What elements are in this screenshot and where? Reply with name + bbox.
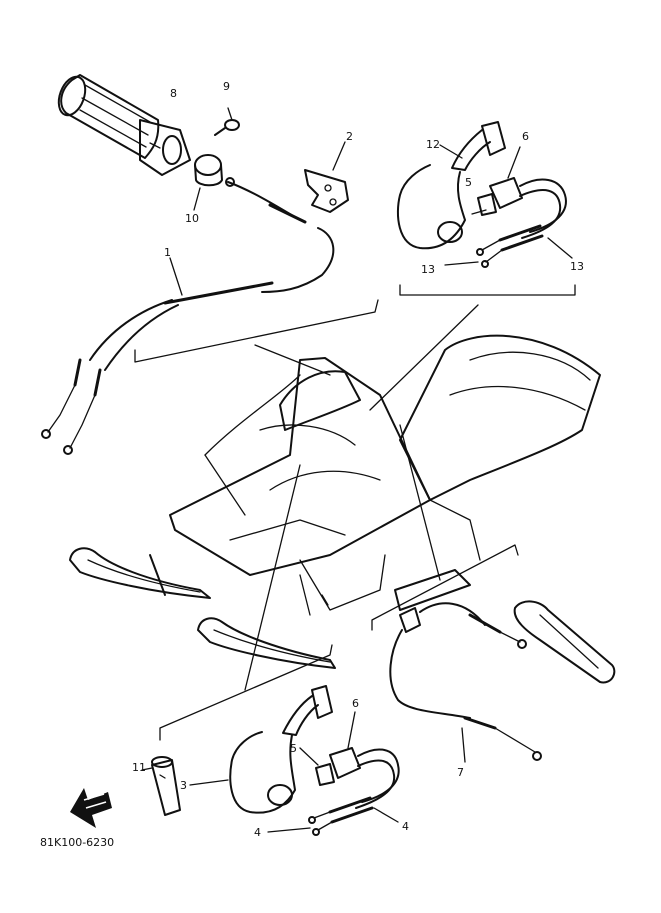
group-brackets (134, 284, 576, 741)
cap-part (141, 756, 181, 816)
callout-10: 10 (185, 212, 199, 225)
callout-9: 9 (223, 80, 230, 93)
callout-6b: 6 (352, 697, 359, 710)
callout-4a: 4 (254, 826, 261, 839)
throttle-grip (57, 74, 191, 176)
callout-6a: 6 (522, 130, 529, 143)
callout-12: 12 (426, 138, 440, 151)
callout-5b: 5 (290, 742, 297, 755)
callout-13b: 13 (570, 260, 584, 273)
callout-4b: 4 (402, 820, 409, 833)
brake-lever (513, 600, 616, 684)
cable-bracket (304, 141, 349, 213)
callout-3: 3 (180, 779, 187, 792)
callout-7: 7 (457, 766, 464, 779)
collar-ring (193, 154, 223, 211)
brake-cable (389, 602, 542, 763)
callout-1: 1 (164, 246, 171, 259)
diagram-code: 81K100-6230 (40, 836, 114, 849)
callout-13a: 13 (421, 263, 435, 276)
throttle-cable (41, 177, 335, 455)
snowmobile-body (169, 334, 601, 616)
ski-right (197, 617, 336, 669)
callout-8: 8 (170, 87, 177, 100)
callout-5a: 5 (465, 176, 472, 189)
callout-2: 2 (346, 130, 353, 143)
screw-part (214, 107, 240, 136)
kill-switch-top (396, 121, 573, 268)
front-direction-arrow-icon (70, 788, 112, 828)
kill-switch-bottom (189, 685, 400, 836)
callout-11: 11 (132, 761, 146, 774)
callout-labels: 1 2 3 4 4 5 5 6 6 7 8 9 10 11 12 13 13 (132, 80, 584, 839)
ski-left (69, 547, 211, 599)
